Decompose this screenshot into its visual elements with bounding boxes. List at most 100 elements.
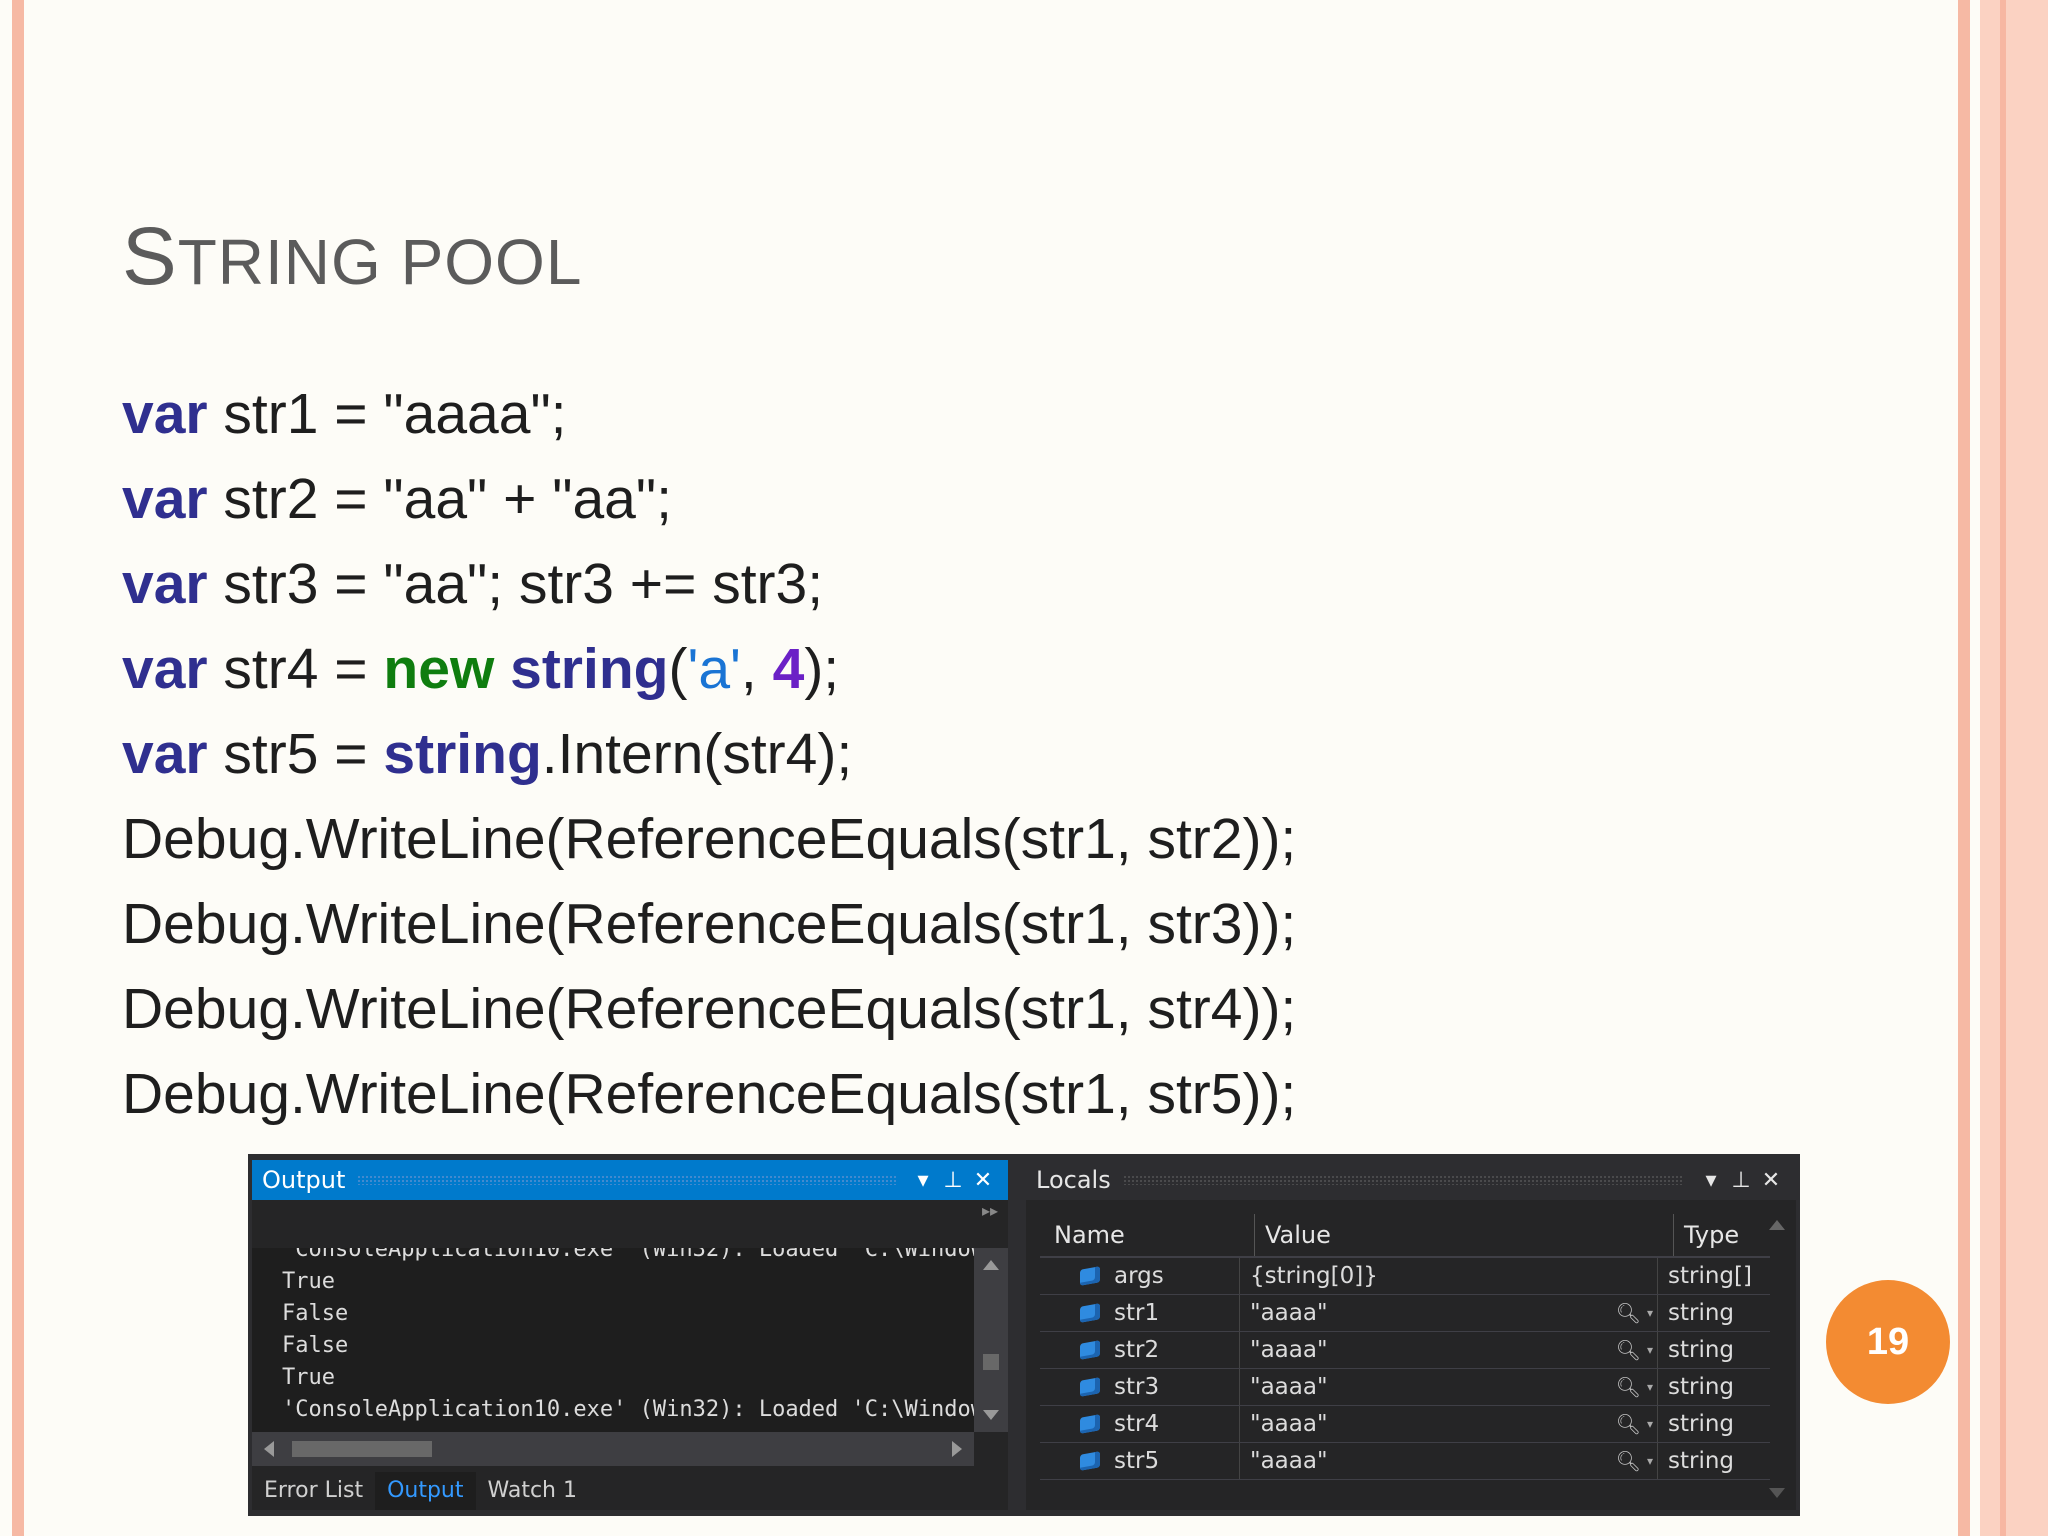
field-icon	[1080, 1303, 1100, 1323]
scroll-down-icon[interactable]	[1769, 1488, 1785, 1498]
keyword-var: var	[122, 467, 208, 531]
name-cell: str3	[1040, 1369, 1240, 1405]
output-vertical-scrollbar[interactable]	[974, 1248, 1008, 1432]
tab-output[interactable]: Output	[375, 1472, 476, 1510]
code-paren-close: );	[804, 637, 840, 701]
dropdown-icon[interactable]: ▾	[917, 1167, 929, 1193]
pin-icon[interactable]: ⊥	[1731, 1167, 1751, 1193]
output-titlebar[interactable]: Output ▾ ⊥ ✕	[252, 1160, 1008, 1200]
keyword-string: string	[383, 722, 542, 786]
locals-grid: Name Value Type args {string[0]} string[…	[1040, 1214, 1770, 1480]
chevron-down-icon[interactable]: ▾	[1646, 1380, 1653, 1394]
page-number-badge: 19	[1826, 1280, 1950, 1404]
code-line-5: var str5 = string.Intern(str4);	[122, 712, 1296, 797]
output-title: Output	[262, 1166, 346, 1194]
variable-value: "aaaa"	[1250, 1300, 1328, 1326]
table-row[interactable]: str1 "aaaa"🔍︎▾ string	[1040, 1295, 1770, 1332]
slide-title: STRING POOL	[122, 210, 582, 304]
table-row[interactable]: str4 "aaaa"🔍︎▾ string	[1040, 1406, 1770, 1443]
chevron-down-icon[interactable]: ▾	[1646, 1306, 1653, 1320]
table-row[interactable]: str3 "aaaa" 🔍︎ ▾ string	[1040, 1369, 1770, 1406]
locals-vertical-scrollbar[interactable]	[1766, 1214, 1788, 1504]
chevron-down-icon[interactable]: ▾	[1646, 1417, 1653, 1431]
close-icon[interactable]: ✕	[973, 1167, 993, 1193]
toolbar-overflow-icon[interactable]: ▸▸	[981, 1201, 998, 1220]
value-cell: "aaaa" 🔍︎ ▾	[1240, 1295, 1658, 1331]
title-rest: TRING POOL	[177, 226, 583, 298]
keyword-string: string	[510, 637, 669, 701]
keyword-var: var	[122, 637, 208, 701]
locals-titlebar[interactable]: Locals ▾ ⊥ ✕	[1026, 1160, 1796, 1200]
output-line: 'ConsoleApplication10.exe' (Win32): Load…	[282, 1397, 974, 1422]
table-row[interactable]: str2 "aaaa"🔍︎▾ string	[1040, 1332, 1770, 1369]
chevron-down-icon[interactable]: ▾	[1646, 1454, 1653, 1468]
magnifier-icon[interactable]: 🔍︎	[1615, 1375, 1641, 1399]
field-icon	[1080, 1377, 1100, 1397]
variable-value: "aaaa"	[1250, 1374, 1328, 1400]
magnifier-icon[interactable]: 🔍︎	[1615, 1449, 1641, 1473]
value-cell: "aaaa" 🔍︎ ▾	[1240, 1369, 1658, 1405]
output-toolbar: ▸▸	[252, 1200, 1008, 1246]
output-line: True	[282, 1269, 335, 1294]
variable-type: string[]	[1668, 1263, 1752, 1289]
dropdown-icon[interactable]: ▾	[1705, 1167, 1717, 1193]
tab-error-list[interactable]: Error List	[264, 1478, 364, 1503]
locals-panel: Locals ▾ ⊥ ✕ Name Value Type args {strin…	[1026, 1160, 1796, 1510]
magnifier-icon[interactable]: 🔍︎	[1615, 1412, 1641, 1436]
output-line: True	[282, 1365, 335, 1390]
close-icon[interactable]: ✕	[1761, 1167, 1781, 1193]
scroll-up-icon[interactable]	[983, 1260, 999, 1270]
scroll-thumb[interactable]	[292, 1441, 432, 1457]
variable-value: "aaaa"	[1250, 1448, 1328, 1474]
keyword-new: new	[383, 637, 495, 701]
code-paren-open: (	[668, 637, 688, 701]
code-line-4: var str4 = new string('a', 4);	[122, 627, 1296, 712]
code-line-6: Debug.WriteLine(ReferenceEquals(str1, st…	[122, 807, 1297, 871]
variable-value: "aaaa"	[1250, 1337, 1328, 1363]
name-cell: args	[1040, 1258, 1240, 1294]
column-header-name[interactable]: Name	[1040, 1214, 1255, 1256]
field-icon	[1080, 1266, 1100, 1286]
titlebar-grip	[357, 1175, 896, 1185]
title-initial: S	[122, 211, 178, 302]
field-icon	[1080, 1414, 1100, 1434]
pin-icon[interactable]: ⊥	[943, 1167, 963, 1193]
code-text: str2 = "aa" + "aa";	[207, 467, 672, 531]
code-line-2: var str2 = "aa" + "aa";	[122, 457, 1296, 542]
scroll-thumb[interactable]	[983, 1354, 999, 1370]
slide-border-right-band	[1980, 0, 2048, 1536]
bottom-tabs: Error List Output Watch 1	[252, 1472, 589, 1510]
magnifier-icon[interactable]: 🔍︎	[1615, 1338, 1641, 1362]
tab-watch-1[interactable]: Watch 1	[487, 1478, 577, 1503]
output-text-area[interactable]: 'ConsoleApplication10.exe' (Win32): Load…	[252, 1248, 974, 1432]
scroll-right-icon[interactable]	[952, 1441, 962, 1457]
scroll-up-icon[interactable]	[1769, 1220, 1785, 1230]
column-header-type[interactable]: Type	[1684, 1221, 1740, 1249]
char-literal: 'a'	[687, 637, 741, 701]
variable-type: string	[1668, 1374, 1735, 1400]
value-cell: "aaaa"🔍︎▾	[1240, 1406, 1658, 1442]
code-line-3: var str3 = "aa"; str3 += str3;	[122, 542, 1296, 627]
visual-studio-screenshot: Output ▾ ⊥ ✕ ▸▸ 'ConsoleApplication10.ex…	[248, 1154, 1800, 1516]
output-line: 'ConsoleApplication10.exe' (Win32): Load…	[282, 1248, 974, 1262]
magnifier-icon[interactable]: 🔍︎	[1615, 1301, 1641, 1325]
code-line-1: var str1 = "aaaa";	[122, 372, 1296, 457]
variable-name: str3	[1114, 1374, 1160, 1400]
table-row[interactable]: str5 "aaaa"🔍︎▾ string	[1040, 1443, 1770, 1480]
scroll-down-icon[interactable]	[983, 1410, 999, 1420]
table-row[interactable]: args {string[0]} string[]	[1040, 1258, 1770, 1295]
code-text: str1 = "aaaa";	[207, 382, 567, 446]
column-header-value[interactable]: Value	[1255, 1214, 1674, 1256]
keyword-var: var	[122, 382, 208, 446]
code-block: var str1 = "aaaa"; var str2 = "aa" + "aa…	[122, 372, 1296, 1137]
code-text: .Intern(str4);	[541, 722, 853, 786]
variable-name: str2	[1114, 1337, 1160, 1363]
variable-name: str5	[1114, 1448, 1160, 1474]
variable-name: args	[1114, 1263, 1164, 1289]
chevron-down-icon[interactable]: ▾	[1646, 1343, 1653, 1357]
variable-name: str1	[1114, 1300, 1160, 1326]
output-horizontal-scrollbar[interactable]	[252, 1432, 974, 1466]
scroll-left-icon[interactable]	[264, 1441, 274, 1457]
code-space	[494, 637, 510, 701]
code-line-9: Debug.WriteLine(ReferenceEquals(str1, st…	[122, 1062, 1297, 1126]
